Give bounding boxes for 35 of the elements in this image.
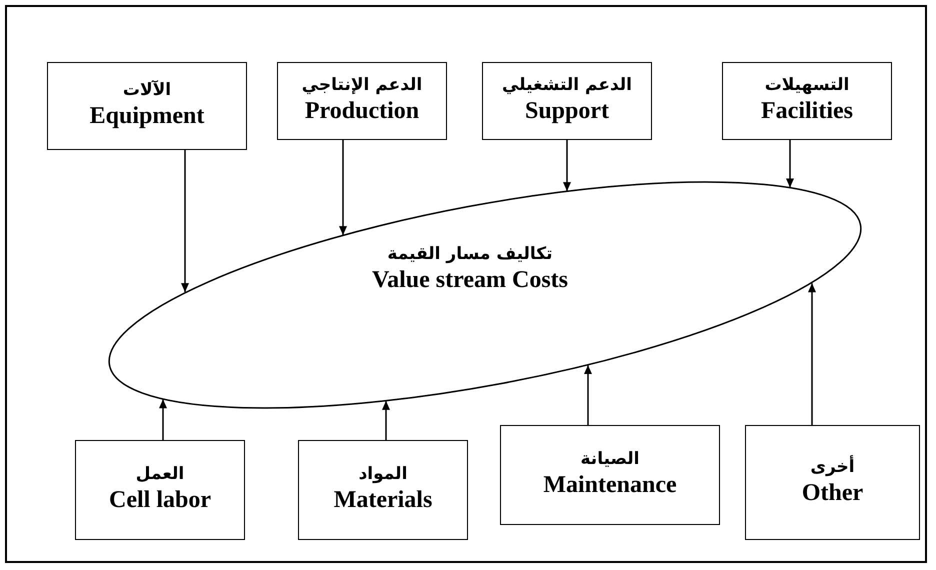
box-label: Support	[524, 97, 610, 126]
arrow	[339, 140, 347, 236]
cost-box	[75, 440, 245, 540]
box-label: الدعم الإنتاجي	[302, 74, 422, 96]
cost-box	[298, 440, 468, 540]
cost-box	[277, 62, 447, 140]
box-label: Equipment	[90, 102, 204, 132]
cost-box	[745, 425, 920, 540]
ellipse-label: تكاليف مسار القيمة	[387, 243, 553, 266]
cost-box	[482, 62, 652, 140]
box-label: أخرى	[810, 456, 855, 478]
box-label: Production	[304, 97, 420, 126]
arrow	[181, 150, 189, 292]
arrow	[786, 140, 794, 188]
box-label: Cell labor	[109, 486, 211, 516]
box-label: الدعم التشغيلي	[502, 74, 632, 96]
box-label: Other	[802, 478, 864, 508]
cost-ellipse	[108, 181, 862, 409]
ellipse-label: Value stream Costs	[372, 266, 568, 296]
arrow	[159, 399, 167, 440]
box-label: Facilities	[761, 97, 853, 126]
box-label: الصيانة	[580, 448, 640, 470]
cost-box	[500, 425, 720, 525]
cost-box	[47, 62, 247, 150]
box-label: Maintenance	[543, 471, 677, 500]
box-label: التسهيلات	[764, 74, 850, 96]
cost-box	[722, 62, 892, 140]
box-label: الآلات	[122, 79, 172, 102]
box-label: Materials	[334, 486, 432, 516]
box-label: المواد	[358, 463, 408, 486]
box-label: العمل	[136, 463, 184, 486]
arrow	[808, 283, 816, 425]
arrow	[382, 400, 390, 440]
arrow	[563, 140, 571, 192]
arrow	[584, 365, 592, 425]
